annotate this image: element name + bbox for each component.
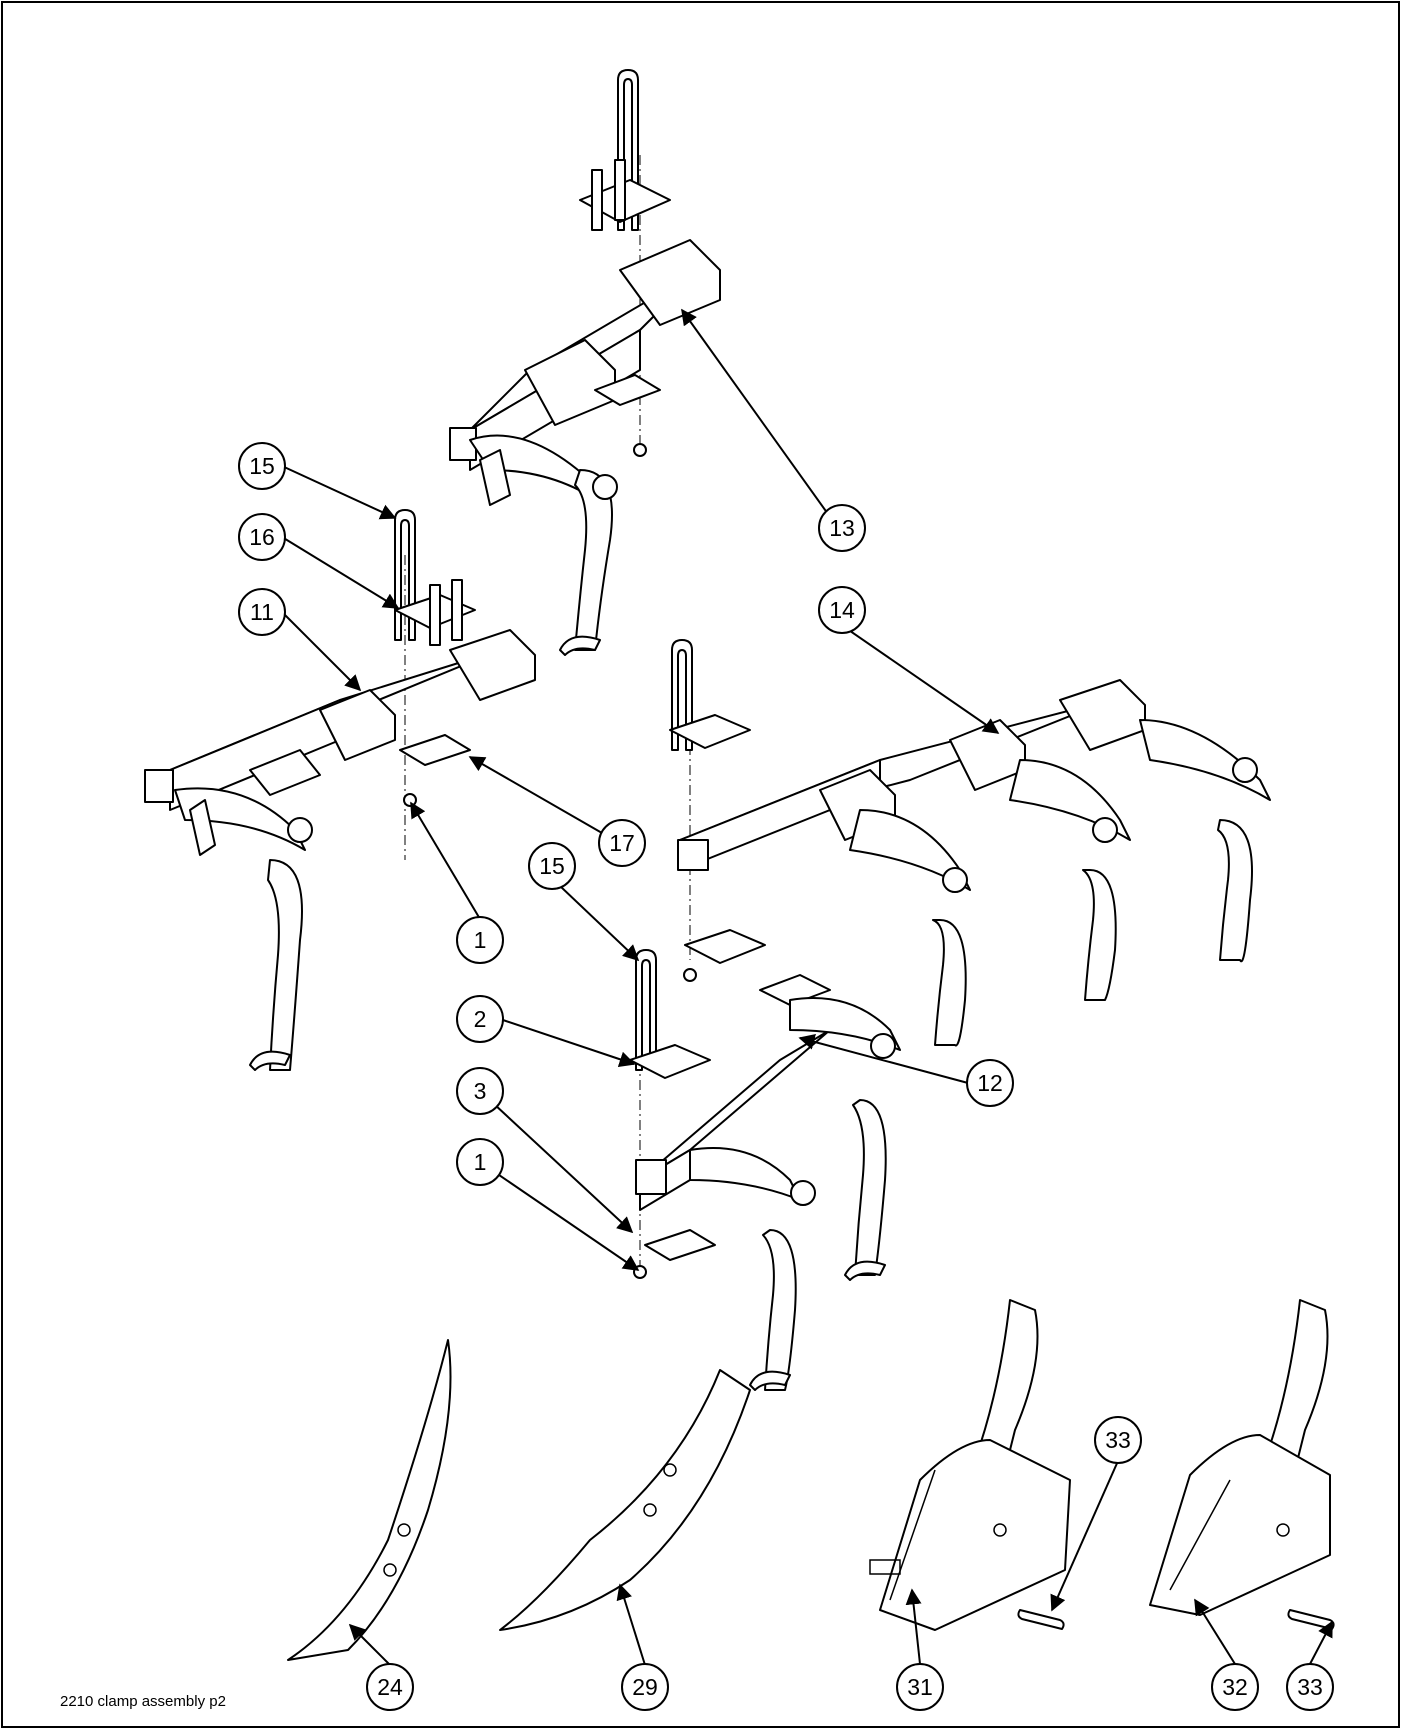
figure-caption: 2210 clamp assembly p2 <box>60 1693 226 1710</box>
svg-text:1: 1 <box>474 1149 487 1175</box>
point-24 <box>287 1339 452 1661</box>
callout-15: 15 <box>238 442 286 490</box>
point-29 <box>499 1369 751 1631</box>
svg-text:15: 15 <box>539 853 565 879</box>
leader-lines <box>281 308 1333 1666</box>
callout-31: 31 <box>896 1663 944 1711</box>
svg-text:32: 32 <box>1222 1674 1248 1700</box>
svg-text:17: 17 <box>609 830 635 856</box>
svg-text:11: 11 <box>250 599 274 625</box>
callout-33: 33 <box>1094 1416 1142 1464</box>
pin-33-right <box>1287 1609 1335 1630</box>
svg-text:3: 3 <box>474 1078 487 1104</box>
callout-1: 1 <box>456 916 504 964</box>
pin-33-left <box>1017 1609 1065 1630</box>
callout-16: 16 <box>238 513 286 561</box>
callout-2: 2 <box>456 995 504 1043</box>
callout-32: 32 <box>1211 1663 1259 1711</box>
callout-24: 24 <box>366 1663 414 1711</box>
svg-text:14: 14 <box>829 597 855 623</box>
callout-17: 17 <box>598 819 646 867</box>
assembly-11 <box>144 509 536 1071</box>
callout-33: 33 <box>1286 1663 1334 1711</box>
svg-text:13: 13 <box>829 515 855 541</box>
callout-15: 15 <box>528 842 576 890</box>
callout-12: 12 <box>966 1059 1014 1107</box>
svg-text:31: 31 <box>907 1674 933 1700</box>
svg-text:29: 29 <box>632 1674 658 1700</box>
assembly-12 <box>629 949 901 1391</box>
point-32 <box>1149 1299 1331 1616</box>
callout-14: 14 <box>818 586 866 634</box>
callout-29: 29 <box>621 1663 669 1711</box>
svg-text:12: 12 <box>977 1070 1003 1096</box>
callout-11: 11 <box>238 588 286 636</box>
svg-text:16: 16 <box>249 524 275 550</box>
svg-text:15: 15 <box>249 453 275 479</box>
svg-text:33: 33 <box>1105 1427 1131 1453</box>
assembly-14 <box>669 639 1271 1047</box>
callout-1: 1 <box>456 1138 504 1186</box>
svg-text:24: 24 <box>377 1674 403 1700</box>
callout-3: 3 <box>456 1067 504 1115</box>
point-31 <box>869 1299 1071 1631</box>
svg-text:1: 1 <box>474 927 487 953</box>
callout-13: 13 <box>818 504 866 552</box>
svg-text:2: 2 <box>474 1006 487 1032</box>
svg-text:33: 33 <box>1297 1674 1323 1700</box>
assembly-13 <box>449 69 721 656</box>
